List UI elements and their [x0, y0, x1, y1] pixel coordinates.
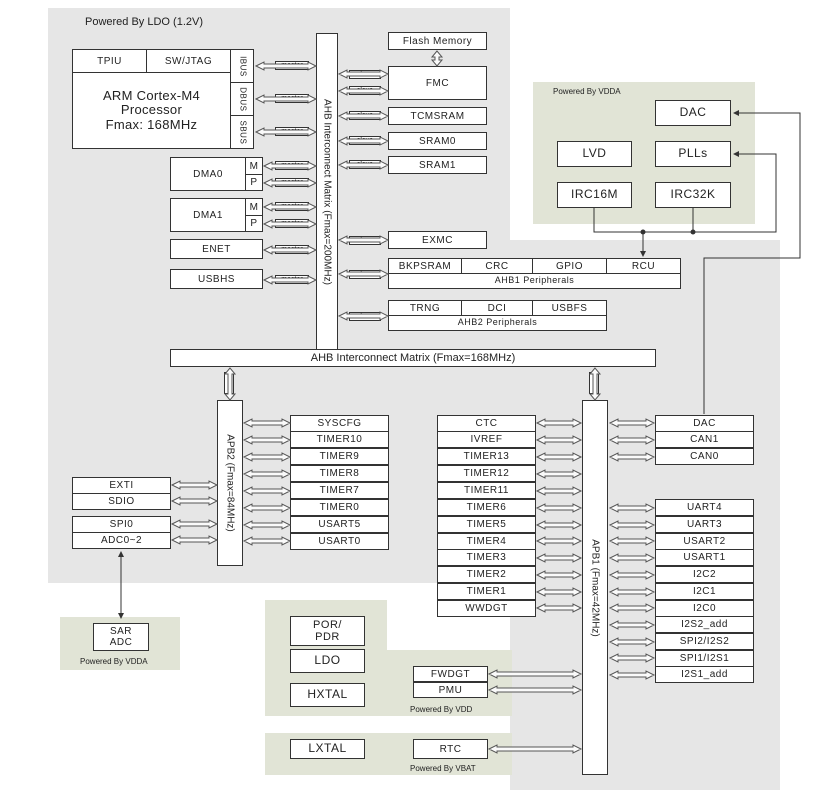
plls-link-line: [693, 151, 777, 233]
dma0-port-p: P: [245, 174, 263, 191]
dma1-box: DMA1: [170, 198, 246, 232]
apb1-bridge-arrow: [588, 367, 602, 401]
sar-adc-box: SAR ADC: [93, 623, 149, 651]
swjtag-box: SW/JTAG: [146, 49, 231, 73]
apb1-right-uart4: UART4: [655, 499, 754, 516]
apb1-left-timer5: TIMER5: [437, 516, 536, 533]
irc16m-box: IRC16M: [557, 182, 632, 208]
cpu-line1: ARM Cortex-M4: [102, 88, 201, 104]
apb1-left-timer13: TIMER13: [437, 448, 536, 465]
rtc-box: RTC: [413, 739, 488, 759]
apb1-left-timer1: TIMER1: [437, 583, 536, 600]
por-pdr-text: POR/ PDR: [313, 618, 342, 643]
cpu-core-box: ARM Cortex-M4 Processor Fmax: 168MHz: [72, 72, 231, 149]
dma1-port-p: P: [245, 215, 263, 232]
adc-box: ADC0~2: [72, 532, 171, 549]
apb1-left-timer2: TIMER2: [437, 566, 536, 583]
apb1-left-ivref: IVREF: [437, 431, 536, 448]
plls-box: PLLs: [655, 141, 731, 167]
irc-rcu-line: [593, 208, 694, 233]
pmu-apb1-arrow: [487, 685, 583, 695]
sar-line2: ADC: [109, 637, 133, 648]
apb2-item-usart5: USART5: [290, 516, 389, 533]
apb1-right-i2c2: I2C2: [655, 566, 754, 583]
sar-line1: SAR: [109, 626, 133, 637]
apb2-left-arrows: [170, 480, 219, 545]
dbus-port: DBUS: [230, 82, 254, 116]
apb1-bus: APB1 (Fmax=42MHz): [582, 400, 608, 775]
ahb2-peripherals-label: AHB2 Peripherals: [388, 315, 607, 331]
cpu-line3: Fmax: 168MHz: [105, 116, 198, 132]
apb1-right-can1: CAN1: [655, 431, 754, 448]
apb1-left-wwdgt: WWDGT: [437, 600, 536, 617]
apb1-right-spi2i2s2: SPI2/I2S2: [655, 633, 754, 650]
rtc-apb1-arrow: [487, 744, 583, 754]
tpiu-box: TPIU: [72, 49, 147, 73]
apb1-left-arrows: [535, 418, 583, 613]
apb1-right-i2c1: I2C1: [655, 583, 754, 600]
vdd-region-label: Powered By VDD: [410, 705, 473, 714]
hxtal-box: HXTAL: [290, 683, 365, 707]
ahb1-peripherals-label: AHB1 Peripherals: [388, 273, 681, 289]
ldo-box: LDO: [290, 649, 365, 673]
tcmsram-box: TCMSRAM: [388, 107, 487, 125]
sbus-port: SBUS: [230, 115, 254, 149]
apb2-item-timer7: TIMER7: [290, 482, 389, 499]
apb2-bus: APB2 (Fmax=84MHz): [217, 400, 243, 566]
apb1-right-uart3: UART3: [655, 516, 754, 533]
sdio-box: SDIO: [72, 493, 171, 510]
dma0-box: DMA0: [170, 157, 246, 191]
apb1-right-i2s1add: I2S1_add: [655, 666, 754, 683]
fmc-box: FMC: [388, 66, 487, 100]
apb2-peripheral-arrows: [242, 418, 292, 546]
apb2-item-timer8: TIMER8: [290, 465, 389, 482]
ldo-power-region-bottom: [48, 575, 548, 583]
apb1-right-arrows: [608, 418, 656, 680]
apb1-right-i2s2add: I2S2_add: [655, 616, 754, 633]
bus-arrows-master: [254, 61, 318, 285]
flash-memory-box: Flash Memory: [388, 32, 487, 50]
fwdgt-apb1-arrow: [487, 669, 583, 679]
apb2-item-usart0: USART0: [290, 533, 389, 550]
usbhs-box: USBHS: [170, 269, 263, 289]
ldo-region-label: Powered By LDO (1.2V): [85, 16, 203, 28]
apb1-left-timer11: TIMER11: [437, 482, 536, 499]
lxtal-box: LXTAL: [290, 739, 365, 759]
irc32k-junction-dot: [690, 229, 696, 235]
apb1-right-can0: CAN0: [655, 448, 754, 465]
apb1-right-usart1: USART1: [655, 549, 754, 566]
sar-region-label: Powered By VDDA: [80, 657, 148, 666]
vbat-region-label: Powered By VBAT: [410, 764, 476, 773]
apb2-item-timer0: TIMER0: [290, 499, 389, 516]
apb1-left-timer6: TIMER6: [437, 499, 536, 516]
flash-fmc-arrow: [430, 50, 444, 67]
enet-box: ENET: [170, 239, 263, 259]
sram1-box: SRAM1: [388, 156, 487, 174]
irc32k-box: IRC32K: [655, 182, 731, 208]
apb1-left-timer3: TIMER3: [437, 549, 536, 566]
apb2-bridge-arrow: [223, 367, 237, 401]
apb1-left-timer12: TIMER12: [437, 465, 536, 482]
cpu-line2: Processor: [120, 102, 183, 118]
lvd-box: LVD: [557, 141, 632, 167]
apb2-item-timer10: TIMER10: [290, 431, 389, 448]
apb2-item-timer9: TIMER9: [290, 448, 389, 465]
fwdgt-box: FWDGT: [413, 666, 488, 682]
dac-top-box: DAC: [655, 100, 731, 126]
vdda-top-label: Powered By VDDA: [553, 87, 621, 96]
dac-link-line: [703, 110, 801, 414]
ahb-interconnect-horizontal: AHB Interconnect Matrix (Fmax=168MHz): [170, 349, 656, 367]
irc-junction-dot: [640, 229, 646, 235]
por-pdr-box: POR/ PDR: [290, 616, 365, 646]
pmu-box: PMU: [413, 682, 488, 698]
bus-arrows-slave: [337, 69, 390, 321]
